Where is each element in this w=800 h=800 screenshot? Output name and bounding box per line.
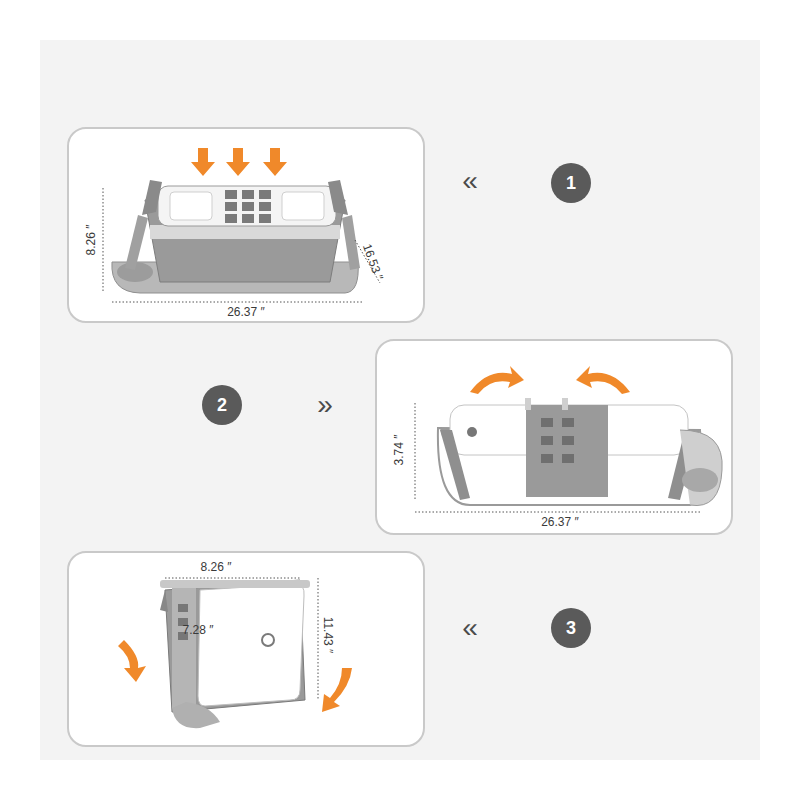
step-panel [68, 128, 424, 322]
tub-upright [160, 580, 310, 728]
step-circle-shape [551, 608, 591, 648]
step-number: 1 [551, 163, 591, 203]
direction-chevron: » [317, 391, 333, 419]
dimension-lines [103, 188, 702, 700]
dimension-label: 11.43 ″ [322, 617, 334, 654]
dimension-label: 3.74 ″ [393, 435, 405, 466]
backdrop [40, 40, 760, 760]
dimension-label: 26.37 ″ [227, 306, 265, 318]
step-panel [68, 552, 424, 746]
dimension-label: 8.26 ″ [85, 225, 97, 256]
step-circle-shape [202, 385, 242, 425]
step-circle-shape [551, 163, 591, 203]
dimension-label: 7.28 ″ [183, 624, 214, 636]
direction-chevron: « [462, 167, 478, 195]
unfold-arrows [118, 640, 352, 712]
tub-flat [438, 398, 722, 506]
direction-chevron: « [462, 614, 478, 642]
step-number-text: 2 [202, 385, 242, 425]
press-arrows [191, 148, 287, 176]
dimension-label: 8.26 ″ [201, 561, 232, 573]
tub-folded [112, 180, 360, 293]
step-number-text: 3 [551, 608, 591, 648]
step-number: 2 [202, 385, 242, 425]
step-number-text: 1 [551, 163, 591, 203]
fold-arrows [470, 366, 630, 394]
step-number: 3 [551, 608, 591, 648]
dimension-label: 26.37 ″ [541, 516, 579, 528]
step-panel [376, 340, 732, 534]
